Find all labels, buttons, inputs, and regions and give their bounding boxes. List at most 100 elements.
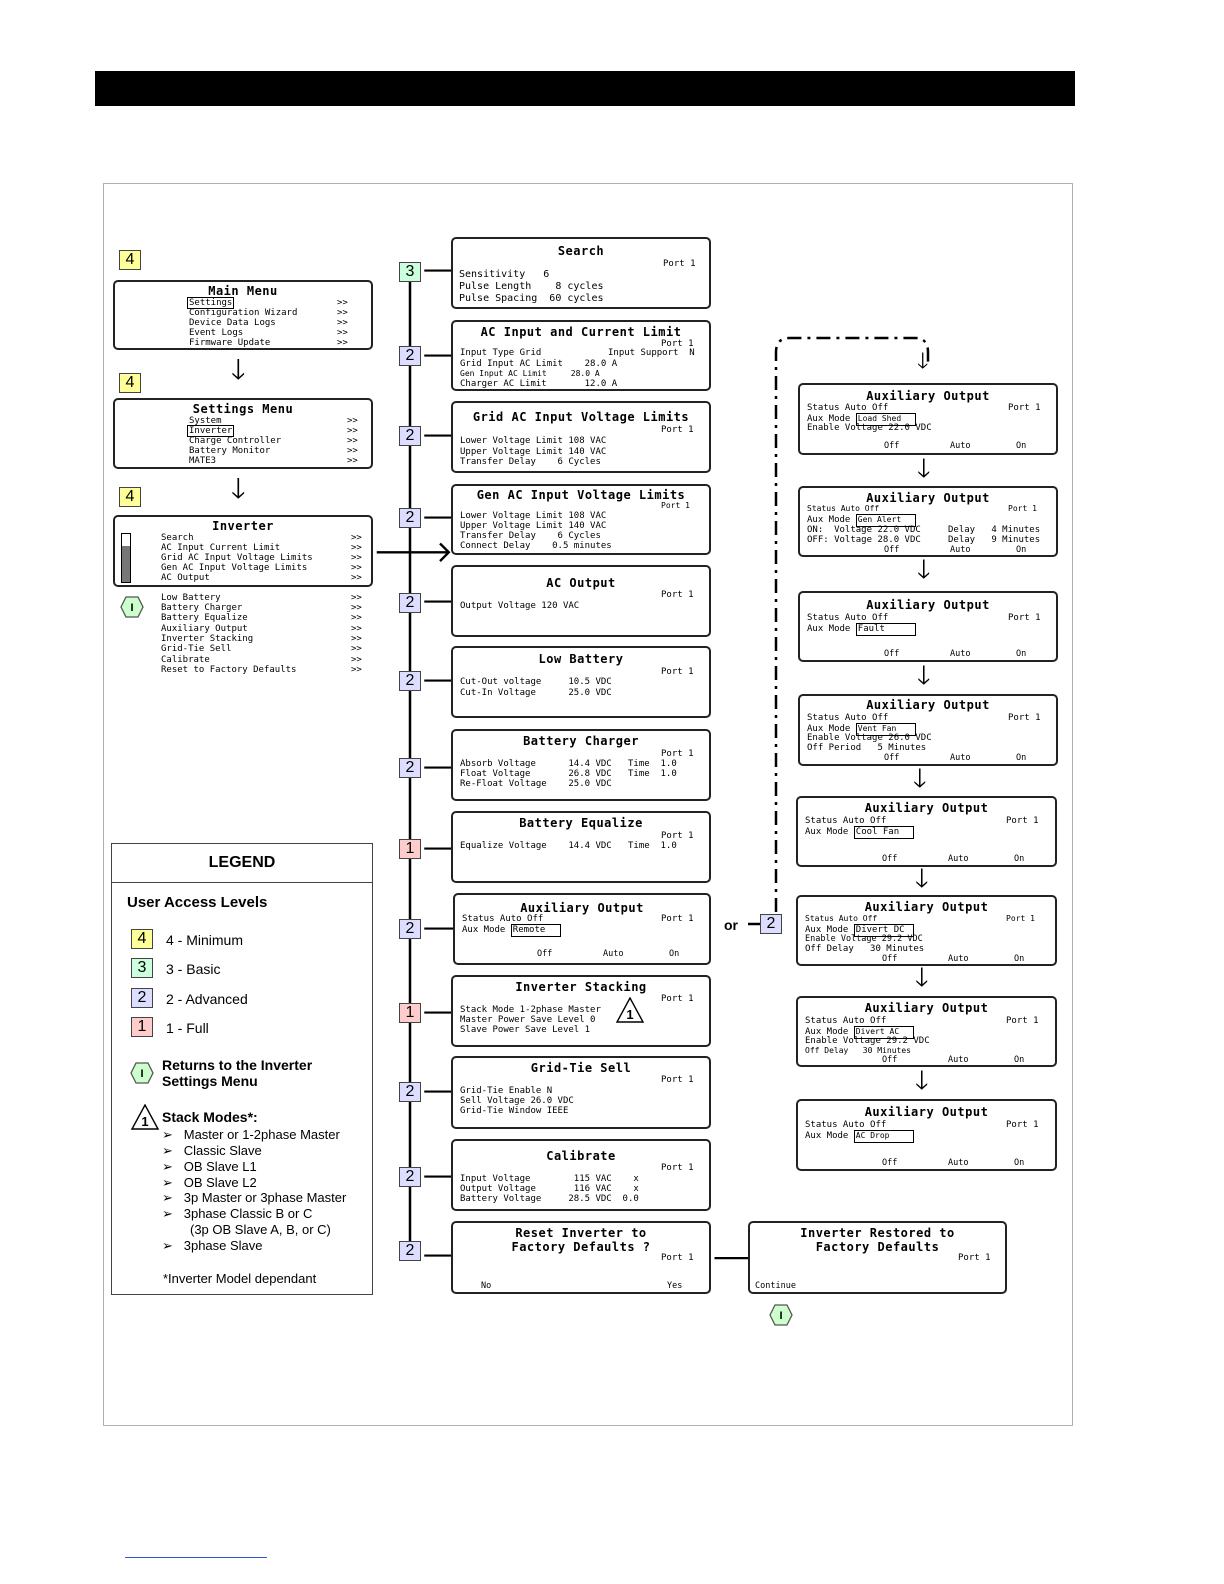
setting-line[interactable]: Connect Delay 0.5 minutes [460, 541, 612, 551]
softkey-on[interactable]: On [1014, 1055, 1025, 1065]
menu-item[interactable]: Event Logs [189, 328, 244, 338]
menu-item[interactable]: Calibrate [161, 655, 210, 665]
softkey-auto[interactable]: Auto [948, 1158, 969, 1168]
setting-line[interactable]: Status Auto Off [807, 504, 880, 513]
setting-line[interactable]: Aux Mode Fault [807, 623, 916, 636]
menu-item[interactable]: Battery Charger [161, 603, 243, 613]
setting-line[interactable]: Battery Voltage 28.5 VDC 0.0 [460, 1194, 639, 1204]
softkey-off[interactable]: Off [884, 441, 900, 451]
softkey-auto[interactable]: Auto [950, 441, 971, 451]
setting-line[interactable]: Enable Voltage 29.2 VDC [805, 934, 923, 944]
softkey-off[interactable]: Off [882, 854, 898, 864]
setting-line[interactable]: Status Auto Off [807, 713, 889, 723]
menu-item[interactable]: Charge Controller [189, 436, 282, 446]
softkey-auto[interactable]: Auto [948, 854, 969, 864]
softkey-on[interactable]: On [1016, 649, 1027, 659]
menu-item[interactable]: Inverter Stacking [161, 634, 254, 644]
setting-line[interactable]: Delay 4 Minutes [948, 525, 1041, 535]
setting-line[interactable]: Pulse Spacing 60 cycles [459, 293, 604, 304]
softkey-off[interactable]: Off [884, 649, 900, 659]
setting-line[interactable]: Input Type Grid [460, 348, 542, 358]
setting-line[interactable]: Transfer Delay 6 Cycles [460, 531, 601, 541]
menu-item[interactable]: Battery Monitor [189, 446, 271, 456]
setting-line[interactable]: Charger AC Limit 12.0 A [460, 379, 618, 389]
setting-line[interactable]: Aux Mode Gen Alert [807, 514, 916, 527]
softkey-on[interactable]: On [1016, 545, 1027, 555]
setting-line[interactable]: Status Auto Off [805, 1120, 887, 1130]
setting-line[interactable]: Off Period 5 Minutes [807, 743, 927, 753]
setting-line[interactable]: Time 1.0 [628, 759, 677, 769]
setting-line[interactable]: Cut-Out voltage 10.5 VDC [460, 677, 612, 687]
menu-item[interactable]: Configuration Wizard [189, 308, 298, 318]
setting-line[interactable]: Aux Mode Cool Fan [805, 826, 914, 839]
softkey-off[interactable]: Off [884, 753, 900, 763]
setting-line[interactable]: Output Voltage 116 VAC x [460, 1184, 639, 1194]
menu-item[interactable]: Grid AC Input Voltage Limits [161, 553, 313, 563]
softkey-auto[interactable]: Auto [948, 1055, 969, 1065]
menu-item-inverter[interactable]: Inverter [187, 425, 235, 437]
setting-line[interactable]: Aux Mode AC Drop [805, 1130, 914, 1143]
menu-item[interactable]: Reset to Factory Defaults [161, 665, 297, 675]
setting-line[interactable]: Re-Float Voltage 25.0 VDC [460, 779, 612, 789]
setting-line[interactable]: Enable Voltage 26.0 VDC [807, 733, 932, 743]
softkey-auto[interactable]: Auto [950, 753, 971, 763]
setting-line[interactable]: Status Auto Off [805, 1016, 887, 1026]
setting-line[interactable]: Status Auto Off [807, 613, 889, 623]
menu-item[interactable]: Device Data Logs [189, 318, 276, 328]
softkey-auto[interactable]: Auto [603, 949, 624, 959]
setting-line[interactable]: Input Support N [608, 348, 695, 358]
setting-line[interactable]: Gen Input AC Limit 28.0 A [460, 369, 600, 378]
setting-line[interactable]: Time 1.0 [628, 769, 677, 779]
softkey-on[interactable]: On [1016, 753, 1027, 763]
menu-item[interactable]: Search [161, 533, 194, 543]
menu-item[interactable]: Auxiliary Output [161, 624, 248, 634]
setting-line[interactable]: Status Auto Off [807, 403, 889, 413]
softkey-off[interactable]: Off [537, 949, 553, 959]
menu-item[interactable]: Grid-Tie Sell [161, 644, 232, 654]
setting-line[interactable]: Master Power Save Level 0 [460, 1015, 596, 1025]
menu-item[interactable]: AC Input Current Limit [161, 543, 281, 553]
setting-line[interactable]: Aux Mode Divert DC [805, 924, 914, 937]
menu-item[interactable]: System [189, 416, 222, 426]
setting-line[interactable]: Time 1.0 [628, 841, 677, 851]
softkey-no[interactable]: No [481, 1281, 492, 1291]
setting-line[interactable]: OFF: Voltage 28.0 VDC [807, 535, 921, 545]
softkey-continue[interactable]: Continue [755, 1281, 796, 1291]
setting-line[interactable]: Delay 9 Minutes [948, 535, 1041, 545]
menu-item-settings[interactable]: Settings [187, 297, 235, 309]
menu-item[interactable]: MATE3 [189, 456, 217, 466]
setting-line[interactable]: Lower Voltage Limit 108 VAC [460, 436, 607, 446]
setting-line[interactable]: Off Delay 30 Minutes [805, 944, 925, 954]
softkey-auto[interactable]: Auto [948, 954, 969, 964]
softkey-on[interactable]: On [1014, 854, 1025, 864]
softkey-on[interactable]: On [1014, 1158, 1025, 1168]
softkey-on[interactable]: On [1016, 441, 1027, 451]
softkey-yes[interactable]: Yes [667, 1281, 683, 1291]
setting-line[interactable]: Output Voltage 120 VAC [460, 601, 580, 611]
menu-item[interactable]: AC Output [161, 573, 210, 583]
setting-line[interactable]: Sell Voltage 26.0 VDC [460, 1096, 574, 1106]
setting-line[interactable]: Equalize Voltage 14.4 VDC [460, 841, 612, 851]
softkey-on[interactable]: On [1014, 954, 1025, 964]
setting-line[interactable]: Upper Voltage Limit 140 VAC [460, 447, 607, 457]
softkey-on[interactable]: On [669, 949, 680, 959]
setting-line[interactable]: Aux Mode Vent Fan [807, 723, 916, 736]
setting-line[interactable]: ON: Voltage 22.0 VDC [807, 525, 921, 535]
menu-item[interactable]: Low Battery [161, 593, 221, 603]
setting-line[interactable]: Pulse Length 8 cycles [459, 281, 604, 292]
setting-line[interactable]: Grid Input AC Limit 28.0 A [460, 359, 618, 369]
softkey-auto[interactable]: Auto [950, 545, 971, 555]
setting-line[interactable]: Stack Mode 1-2phase Master [460, 1005, 601, 1015]
menu-item[interactable]: Gen AC Input Voltage Limits [161, 563, 308, 573]
setting-line[interactable]: Cut-In Voltage 25.0 VDC [460, 688, 612, 698]
menu-item[interactable]: Battery Equalize [161, 613, 248, 623]
menu-item[interactable]: Firmware Update [189, 338, 271, 348]
setting-line[interactable]: Upper Voltage Limit 140 VAC [460, 521, 607, 531]
setting-line[interactable]: Lower Voltage Limit 108 VAC [460, 511, 607, 521]
setting-line[interactable]: Transfer Delay 6 Cycles [460, 457, 601, 467]
setting-line[interactable]: Grid-Tie Window IEEE [460, 1106, 569, 1116]
setting-line[interactable]: Input Voltage 115 VAC x [460, 1174, 639, 1184]
softkey-off[interactable]: Off [884, 545, 900, 555]
setting-line[interactable]: Off Delay 30 Minutes [805, 1046, 911, 1055]
setting-line[interactable]: Grid-Tie Enable N [460, 1086, 553, 1096]
